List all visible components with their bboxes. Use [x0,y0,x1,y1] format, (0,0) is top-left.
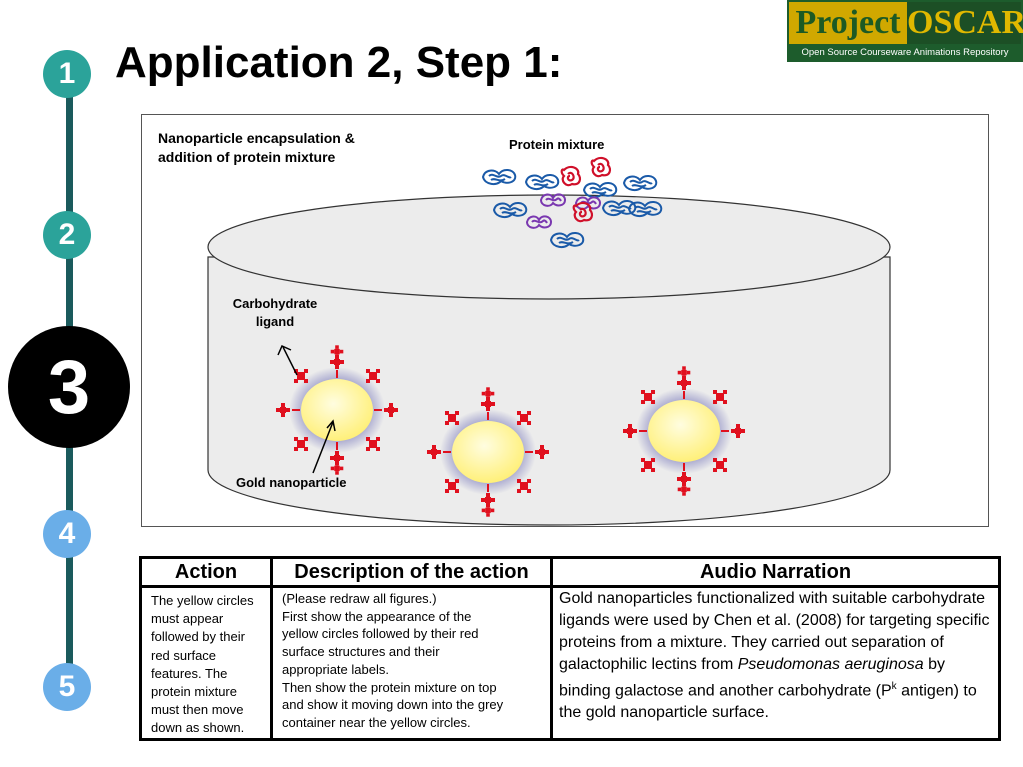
step-1-badge[interactable]: 1 [43,50,91,98]
figure-illustration [207,156,891,526]
storyboard-table: Action Description of the action Audio N… [139,556,1001,741]
audio-text-part3: antigen) to the gold nanoparticle surfac… [559,682,977,722]
audio-cell: Gold nanoparticles functionalized with s… [550,585,1001,741]
carbohydrate-ligand-label: Carbohydrate ligand [220,295,330,331]
logo-subtitle: Open Source Courseware Animations Reposi… [789,46,1021,60]
audio-header: Audio Narration [550,556,1001,588]
step-4-number: 4 [58,517,76,550]
description-cell: (Please redraw all figures.) First show … [270,585,553,741]
step-1-number: 1 [58,57,76,90]
ligand-label-line2: ligand [255,314,295,329]
step-3-number: 3 [47,344,91,430]
table-row: The yellow circles must appear followed … [139,585,1001,741]
step-2-badge[interactable]: 2 [43,211,91,259]
logo-word-oscar: OSCAR [907,2,1023,44]
description-header: Description of the action [270,556,553,588]
ligand-label-line1: Carbohydrate [232,296,318,311]
audio-text-sup: k [891,681,897,692]
step-5-number: 5 [58,670,76,703]
figure-heading-line2: addition of protein mixture [158,149,336,165]
figure-heading-line1: Nanoparticle encapsulation & [158,130,355,146]
ligand-pointer-arrow [277,345,298,376]
figure-panel: Nanoparticle encapsulation & addition of… [141,114,989,527]
audio-text-part2: by binding galactose and another carbohy… [559,656,945,700]
action-cell: The yellow circles must appear followed … [139,585,273,741]
step-2-number: 2 [58,218,76,251]
step-5-badge[interactable]: 5 [43,663,91,711]
action-header: Action [139,556,273,588]
figure-heading: Nanoparticle encapsulation & addition of… [158,129,355,167]
gold-nanoparticle-label: Gold nanoparticle [236,475,347,490]
step-3-badge-active[interactable]: 3 [8,326,130,448]
project-oscar-logo: Project OSCAR Open Source Courseware Ani… [787,0,1023,62]
table-header-row: Action Description of the action Audio N… [139,556,1001,588]
audio-text-italic: Pseudomonas aeruginosa [737,656,924,673]
audio-text-part1: Gold nanoparticles functionalized with s… [559,590,990,673]
step-4-badge[interactable]: 4 [43,510,91,558]
nanoparticle-pointer-arrow [312,419,336,474]
logo-word-project: Project [789,2,907,44]
protein-mixture-label: Protein mixture [509,137,605,152]
slide-title: Application 2, Step 1: [115,38,563,87]
